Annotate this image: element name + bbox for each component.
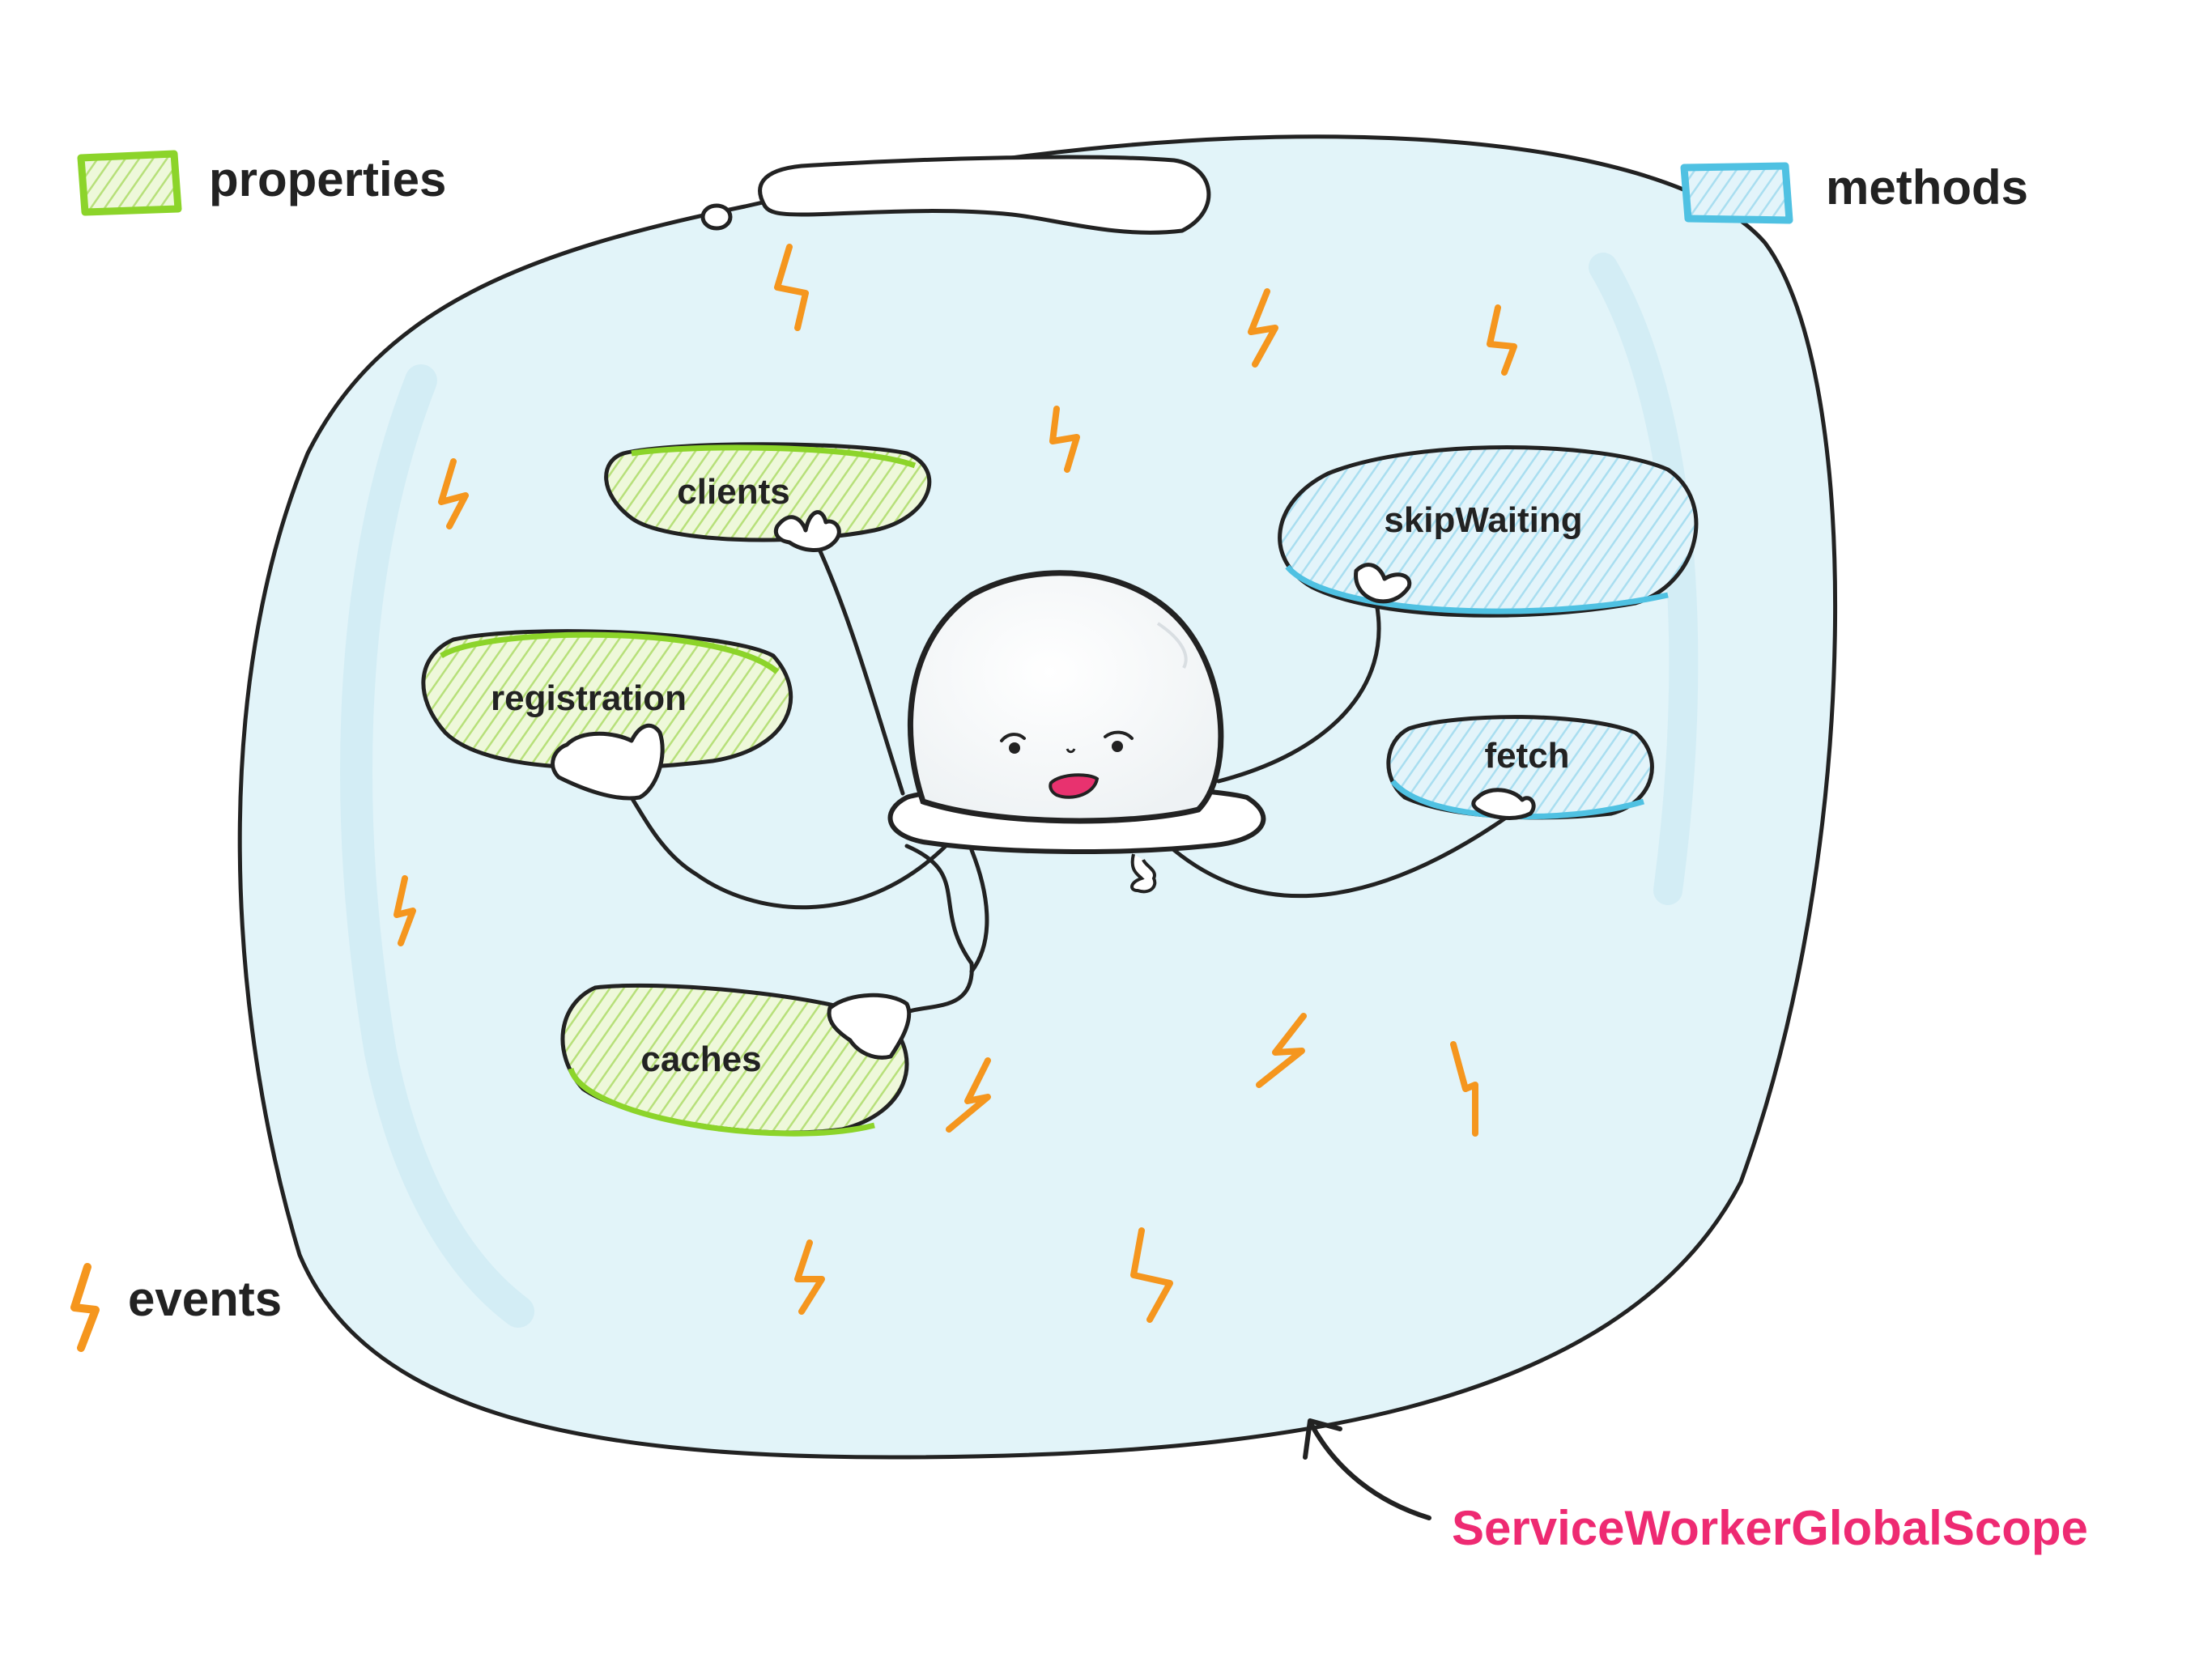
property-pill-registration: registration: [421, 629, 793, 771]
lightning-bolt-icon: [438, 458, 469, 529]
mascot-eye: [1000, 733, 1026, 742]
lightning-bolt-icon: [1049, 406, 1080, 473]
lightning-bolt-icon: [794, 1239, 825, 1315]
hand-registration: [551, 723, 665, 801]
service-worker-mascot: [887, 570, 1266, 894]
method-pill-fetch: fetch: [1386, 715, 1654, 820]
property-label: registration: [491, 678, 687, 718]
lightning-bolt-icon: [946, 1057, 991, 1133]
hand-caches: [827, 993, 912, 1060]
mascot-head: [907, 570, 1224, 824]
hand-skipwaiting: [1354, 563, 1412, 604]
hand-fetch: [1471, 788, 1536, 820]
mascot-arms: [613, 540, 1508, 1014]
legend-events-label: events: [128, 1272, 282, 1326]
legend-events: events: [70, 1263, 282, 1352]
scope-pointer: ServiceWorkerGlobalScope: [1303, 1418, 2088, 1555]
hand-clients: [773, 510, 841, 552]
curved-arrow-icon: [1309, 1422, 1431, 1520]
blue-swatch-icon: [1680, 162, 1793, 224]
mascot-mouth: [1049, 773, 1100, 799]
mascot-eye: [1104, 730, 1134, 740]
bubble-dot: [700, 203, 733, 231]
lightning-bolt-icon: [774, 244, 809, 331]
mascot-nose: [1066, 748, 1076, 754]
legend-properties-label: properties: [209, 152, 446, 206]
lightning-bolt-icon: [70, 1263, 100, 1352]
property-label: caches: [640, 1039, 761, 1079]
property-pill-clients: clients: [604, 442, 932, 542]
legend-methods-label: methods: [1826, 160, 2028, 215]
mascot-tail: [1130, 853, 1157, 894]
green-swatch-icon: [77, 150, 182, 216]
legend-methods: methods: [1680, 160, 2028, 224]
legend: properties methods events: [70, 150, 2028, 1352]
bubble-highlight: [758, 155, 1211, 235]
scope-label: ServiceWorkerGlobalScope: [1452, 1501, 2088, 1555]
event-bolts: [393, 244, 1517, 1323]
property-pill-caches: caches: [560, 983, 909, 1137]
mascot-hands: [551, 510, 1536, 1060]
method-label: fetch: [1484, 736, 1569, 776]
lightning-bolt-icon: [393, 875, 416, 946]
method-label: skipWaiting: [1384, 500, 1582, 540]
method-pill-skipwaiting: skipWaiting: [1278, 445, 1699, 618]
lightning-bolt-icon: [1248, 288, 1278, 368]
property-label: clients: [677, 472, 789, 512]
lightning-bolt-icon: [1450, 1041, 1478, 1137]
lightning-bolt-icon: [1256, 1013, 1307, 1088]
lightning-bolt-icon: [1487, 304, 1517, 376]
legend-properties: properties: [77, 150, 446, 216]
lightning-bolt-icon: [1130, 1227, 1173, 1323]
